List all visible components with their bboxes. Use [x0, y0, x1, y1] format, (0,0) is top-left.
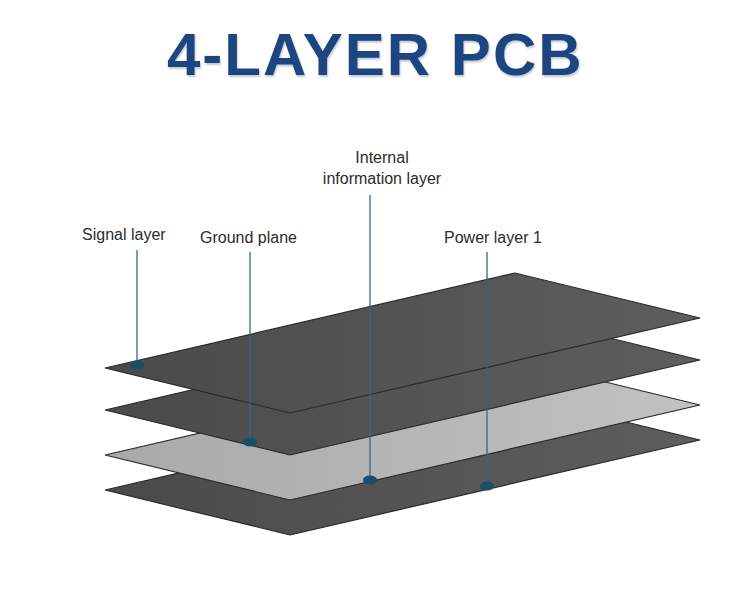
leader-line — [136, 250, 137, 364]
layer-label: Signal layer — [82, 224, 166, 245]
layer-label: Power layer 1 — [444, 227, 542, 248]
layer-label: Internal information layer — [316, 147, 448, 189]
diagram-title: 4-LAYER PCB — [167, 22, 584, 88]
layer-label: Ground plane — [200, 227, 297, 248]
leader-dot — [480, 482, 494, 491]
pcb-layer — [105, 273, 700, 413]
leader-dot — [243, 438, 257, 447]
leader-line — [369, 195, 370, 478]
leader-line — [249, 252, 250, 440]
leader-line — [486, 252, 487, 484]
leader-dot — [130, 361, 144, 370]
leader-dot — [363, 476, 377, 485]
